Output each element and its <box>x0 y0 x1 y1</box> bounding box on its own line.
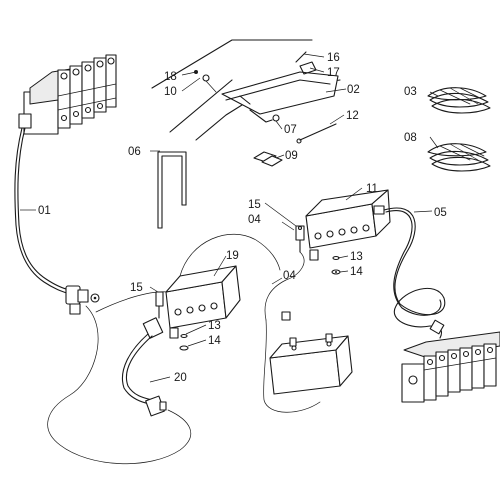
callout-04-mid: 04 <box>283 270 296 282</box>
callout-16: 16 <box>327 52 340 64</box>
callout-14-center: 14 <box>208 335 221 347</box>
bracket-06 <box>157 151 187 229</box>
callout-20: 20 <box>174 372 187 384</box>
callouts: 01 02 03 04 04 05 06 07 08 09 10 11 12 1… <box>38 52 447 384</box>
valve-block-top-left <box>18 54 117 135</box>
callout-03: 03 <box>404 86 417 98</box>
callout-01: 01 <box>38 205 51 217</box>
cable-ties-03 <box>427 87 491 114</box>
callout-05: 05 <box>434 207 447 219</box>
callout-06: 06 <box>128 146 141 158</box>
connector-15-left <box>155 291 164 319</box>
connector-15-top <box>295 225 305 253</box>
cable-01 <box>14 127 71 295</box>
washers-center <box>179 333 189 351</box>
frame-02 <box>151 39 341 141</box>
callout-04-top: 04 <box>248 214 261 226</box>
callout-17: 17 <box>327 67 340 79</box>
callout-07: 07 <box>284 124 297 136</box>
battery <box>269 333 353 395</box>
callout-02: 02 <box>347 84 360 96</box>
valve-block-bottom-right <box>401 331 500 403</box>
control-box-19 <box>165 265 241 339</box>
callout-18: 18 <box>164 71 177 83</box>
callout-13-center: 13 <box>208 320 221 332</box>
callout-12: 12 <box>346 110 359 122</box>
callout-11: 11 <box>366 183 378 195</box>
callout-14-right: 14 <box>350 266 363 278</box>
callout-10: 10 <box>164 86 177 98</box>
callout-08: 08 <box>404 132 417 144</box>
connector-plug <box>65 285 100 315</box>
cable-ties-08 <box>427 143 491 172</box>
rod-12 <box>296 123 337 144</box>
washers-right <box>331 255 341 275</box>
cable-05-coil <box>373 205 446 339</box>
callout-15-top: 15 <box>248 199 261 211</box>
callout-09: 09 <box>285 150 298 162</box>
callout-13-right: 13 <box>350 251 363 263</box>
callout-19: 19 <box>226 250 239 262</box>
control-box-11 <box>305 189 391 261</box>
leader-lines <box>20 53 439 383</box>
cable-20 <box>121 317 167 417</box>
callout-15-left: 15 <box>130 282 143 294</box>
clip-09 <box>253 151 283 167</box>
